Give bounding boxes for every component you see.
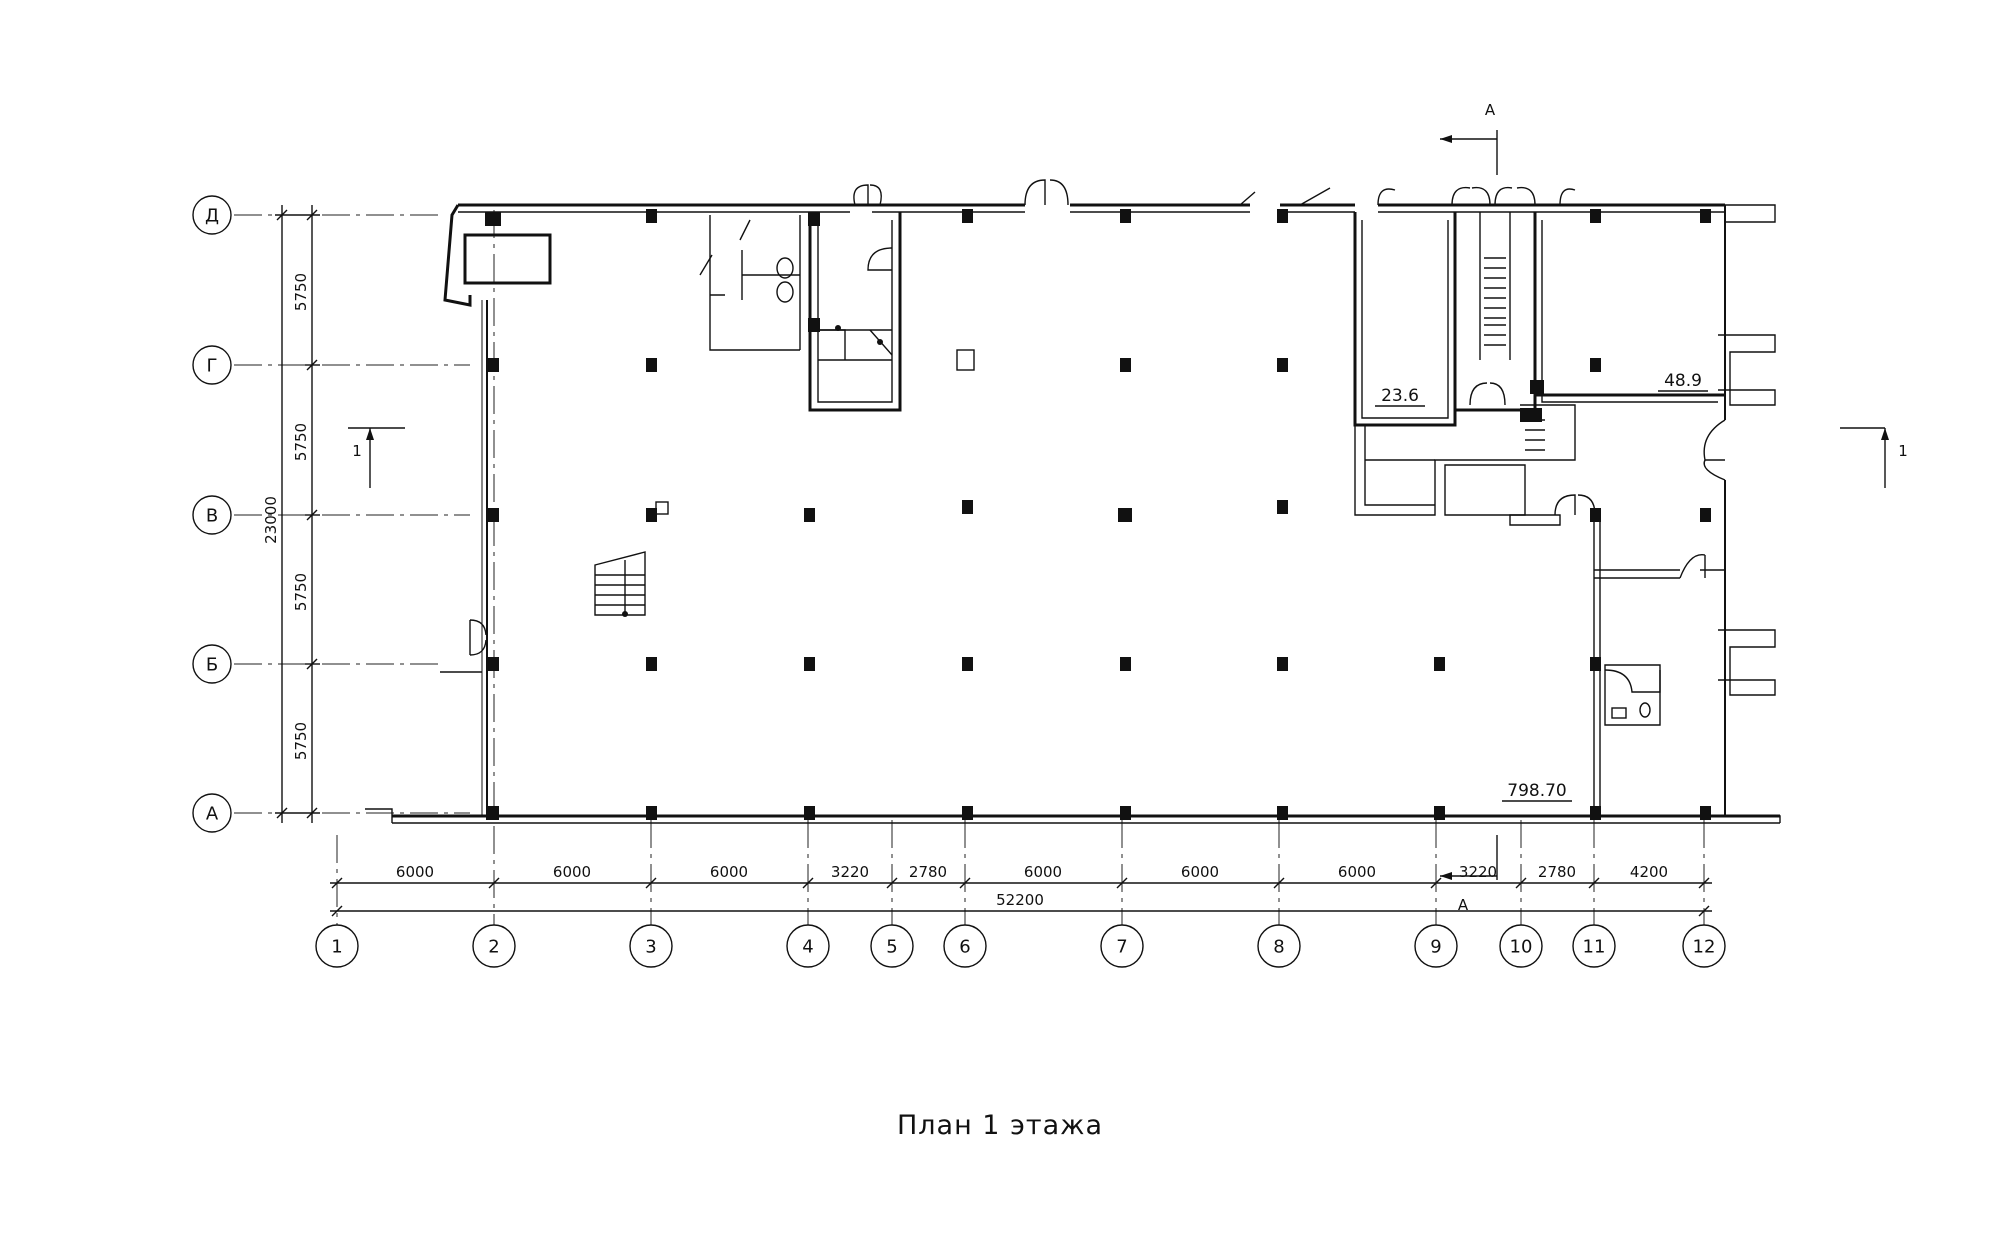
dimension-tick <box>1698 877 1710 889</box>
section-1-left-label: 1 <box>352 442 362 460</box>
dim-left-total: 23000 <box>262 496 280 544</box>
room-area-labels: 23.6 48.9 798.70 <box>1375 371 1708 802</box>
main-hall-stair <box>594 349 975 617</box>
structural-columns <box>486 209 1711 820</box>
right-core <box>1353 212 1726 526</box>
dimension-tick <box>1430 877 1442 889</box>
axis-label-1: 1 <box>331 937 342 958</box>
dim-bottom-1: 6000 <box>396 863 434 881</box>
dimension-tick <box>886 877 898 889</box>
dim-bottom-5: 2780 <box>909 863 947 881</box>
top-entrance-doors <box>853 179 1576 206</box>
axis-label-b: Б <box>206 655 218 676</box>
dim-bottom-10: 2780 <box>1538 863 1576 881</box>
bottom-dimension-chain: 6000 6000 6000 3220 2780 6000 6000 6000 … <box>330 863 1712 917</box>
dim-bottom-11: 4200 <box>1630 863 1668 881</box>
dimension-tick <box>802 877 814 889</box>
letter-axis-bubbles: Д Г В Б А <box>192 195 232 833</box>
numeric-axis-bubbles: 1 2 3 4 5 6 7 8 9 10 11 12 <box>315 924 1726 968</box>
restroom-block-left <box>699 215 801 351</box>
dim-left-2: 5750 <box>292 423 310 461</box>
dim-bottom-4: 3220 <box>831 863 869 881</box>
axis-label-d: Д <box>205 206 219 227</box>
left-dimension-chain: 23000 5750 5750 5750 5750 <box>262 205 320 823</box>
axis-label-9: 9 <box>1430 937 1441 958</box>
dimension-tick <box>331 905 343 917</box>
room-area-office: 48.9 <box>1664 371 1702 391</box>
section-a-top-label: А <box>1485 101 1496 119</box>
axis-label-5: 5 <box>886 937 897 958</box>
section-1-right-label: 1 <box>1898 442 1908 460</box>
section-marks: А А 1 1 <box>348 101 1908 914</box>
dimension-tick <box>1698 905 1710 917</box>
dim-bottom-3: 6000 <box>710 863 748 881</box>
room-area-stair: 23.6 <box>1381 386 1419 406</box>
horizontal-grid-lines <box>234 214 470 814</box>
dim-bottom-2: 6000 <box>553 863 591 881</box>
vertical-grid-lines <box>336 210 1705 925</box>
section-a-bottom-label: А <box>1458 896 1469 914</box>
dimension-tick <box>1515 877 1527 889</box>
dim-left-3: 5750 <box>292 573 310 611</box>
dimension-tick <box>645 877 657 889</box>
axis-label-a: А <box>206 804 219 825</box>
stair-core-left <box>808 212 902 412</box>
dim-bottom-6: 6000 <box>1024 863 1062 881</box>
axis-label-10: 10 <box>1510 937 1533 958</box>
dimension-tick <box>1273 877 1285 889</box>
axis-label-11: 11 <box>1583 937 1606 958</box>
axis-label-4: 4 <box>802 937 813 958</box>
dim-bottom-7: 6000 <box>1181 863 1219 881</box>
axis-label-12: 12 <box>1693 937 1716 958</box>
axis-label-2: 2 <box>488 937 499 958</box>
room-area-main-hall: 798.70 <box>1507 781 1566 801</box>
left-entrance-door <box>440 619 487 673</box>
right-bottom-rooms <box>1593 515 1725 816</box>
dim-left-4: 5750 <box>292 722 310 760</box>
axis-label-6: 6 <box>959 937 970 958</box>
dimension-tick <box>1116 877 1128 889</box>
dim-bottom-8: 6000 <box>1338 863 1376 881</box>
dimension-tick <box>488 877 500 889</box>
axis-label-v: В <box>206 506 218 527</box>
dim-left-1: 5750 <box>292 273 310 311</box>
axis-label-8: 8 <box>1273 937 1284 958</box>
plan-title: План 1 этажа <box>896 1110 1104 1141</box>
dimension-tick <box>331 877 343 889</box>
dim-bottom-9: 3220 <box>1459 863 1497 881</box>
axis-label-3: 3 <box>645 937 656 958</box>
axis-label-g: Г <box>207 356 218 377</box>
dimension-tick <box>1588 877 1600 889</box>
dimension-tick <box>959 877 971 889</box>
dim-bottom-total: 52200 <box>996 891 1044 909</box>
axis-label-7: 7 <box>1116 937 1127 958</box>
building-walls <box>365 203 1781 824</box>
